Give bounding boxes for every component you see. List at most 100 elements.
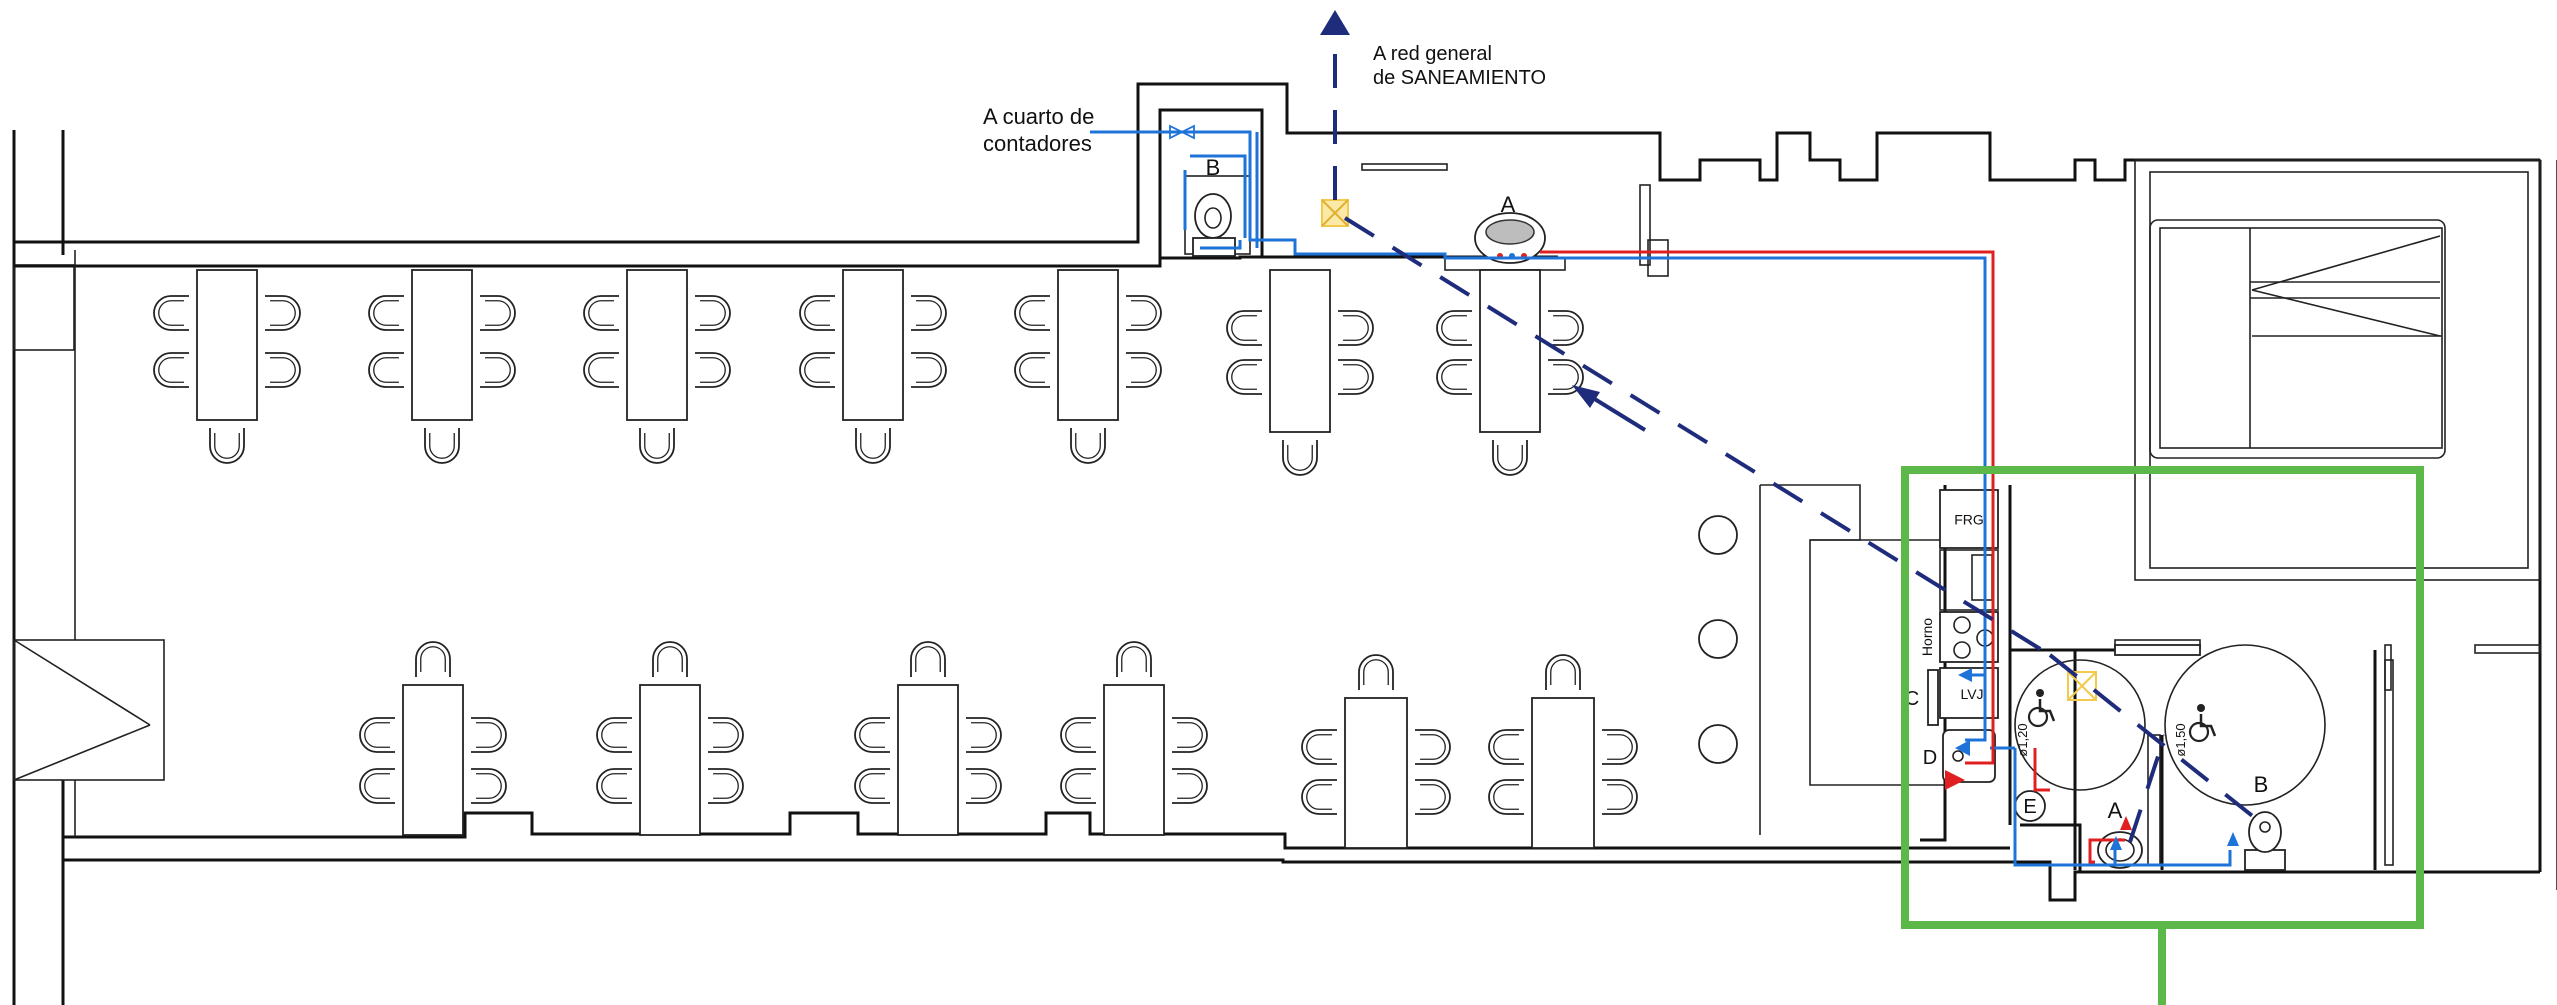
dining-table-set xyxy=(854,641,1002,836)
table xyxy=(1531,697,1595,849)
fixture-a-top-label: A xyxy=(1501,192,1516,217)
chair xyxy=(1014,352,1050,388)
chair xyxy=(265,352,301,388)
chair xyxy=(1172,717,1208,753)
meter-note-line2: contadores xyxy=(983,131,1092,156)
stair-core xyxy=(2134,159,2541,581)
table xyxy=(1269,269,1331,433)
chair xyxy=(471,717,507,753)
chair xyxy=(1488,779,1524,815)
valve-icon xyxy=(1169,124,1195,140)
chair xyxy=(911,295,947,331)
chair xyxy=(359,768,395,804)
table xyxy=(402,684,464,836)
chair xyxy=(1545,654,1581,690)
chair xyxy=(1282,440,1318,476)
chair xyxy=(153,295,189,331)
dining-table-set xyxy=(799,269,947,464)
highlight-box xyxy=(1901,466,2424,1005)
diam-120-label: ø1,20 xyxy=(2015,723,2030,756)
table xyxy=(196,269,258,421)
chair xyxy=(1358,654,1394,690)
chair xyxy=(1172,768,1208,804)
chair xyxy=(1116,641,1152,677)
chair xyxy=(1301,779,1337,815)
chair xyxy=(708,717,744,753)
dining-table-set xyxy=(1014,269,1162,464)
chair xyxy=(639,428,675,464)
frg-label: FRG xyxy=(1954,512,1984,528)
stool xyxy=(1698,619,1738,659)
chair xyxy=(1301,729,1337,765)
building-walls xyxy=(12,82,2557,1005)
turning-circle-120 xyxy=(2014,659,2146,791)
chair xyxy=(1548,310,1584,346)
chair xyxy=(583,352,619,388)
table xyxy=(1479,269,1541,433)
dining-table-set xyxy=(359,641,507,836)
diam-150-label: ø1,50 xyxy=(2173,723,2188,756)
chair xyxy=(265,295,301,331)
chair xyxy=(854,768,890,804)
chair xyxy=(480,295,516,331)
chair xyxy=(596,768,632,804)
chair xyxy=(596,717,632,753)
chair xyxy=(708,768,744,804)
table xyxy=(639,684,701,836)
chair xyxy=(1014,295,1050,331)
wheelchair-icon xyxy=(2188,704,2217,743)
chair xyxy=(695,295,731,331)
sewer-note-line2: de SANEAMIENTO xyxy=(1373,67,1546,89)
chair xyxy=(799,295,835,331)
turning-circle-150 xyxy=(2164,644,2326,806)
chair xyxy=(368,352,404,388)
dining-table-set xyxy=(153,269,301,464)
chair xyxy=(583,295,619,331)
chair xyxy=(1488,729,1524,765)
hot-water-pipes xyxy=(1540,250,2125,864)
dining-table-set xyxy=(596,641,744,836)
chair xyxy=(1602,779,1638,815)
fixture-d-label: D xyxy=(1923,747,1937,769)
chair xyxy=(1548,359,1584,395)
sewer-note-line1: A red general xyxy=(1373,43,1492,65)
dining-table-set xyxy=(1488,654,1638,849)
registry-box xyxy=(2067,671,2097,701)
bathrooms: A B ø1,20 ø1,50 xyxy=(2014,644,2394,871)
chair xyxy=(1415,779,1451,815)
kitchen-equipment: FRG Horno LVJ C D E xyxy=(1905,489,2046,822)
annotations: A red general de SANEAMIENTO A cuarto de… xyxy=(983,43,1546,156)
chair xyxy=(855,428,891,464)
chair xyxy=(1060,717,1096,753)
chair xyxy=(480,352,516,388)
bar-stools xyxy=(1698,515,1738,764)
chair xyxy=(695,352,731,388)
chair xyxy=(910,641,946,677)
chair xyxy=(652,641,688,677)
chair xyxy=(1126,352,1162,388)
table xyxy=(1344,697,1408,849)
fixture-a-bath-label: A xyxy=(2108,798,2123,823)
dining-table-set xyxy=(583,269,731,464)
chair xyxy=(1126,295,1162,331)
chair xyxy=(1060,768,1096,804)
dining-table-set xyxy=(368,269,516,464)
wheelchair-icon xyxy=(2027,689,2056,728)
chair xyxy=(1492,440,1528,476)
dining-table-set xyxy=(1301,654,1451,849)
fixture-b-top-label: B xyxy=(1206,155,1221,180)
arrow-up-icon xyxy=(1320,10,1350,35)
table xyxy=(1057,269,1119,421)
table xyxy=(897,684,959,836)
dining-table-set xyxy=(1226,269,1374,476)
service-room: B A xyxy=(1184,155,1546,264)
chair xyxy=(1338,359,1374,395)
chair xyxy=(966,717,1002,753)
chair xyxy=(415,641,451,677)
meter-note-line1: A cuarto de xyxy=(983,104,1094,129)
table xyxy=(626,269,688,421)
chair xyxy=(1415,729,1451,765)
fixture-b-bath-label: B xyxy=(2254,772,2269,797)
chair xyxy=(911,352,947,388)
